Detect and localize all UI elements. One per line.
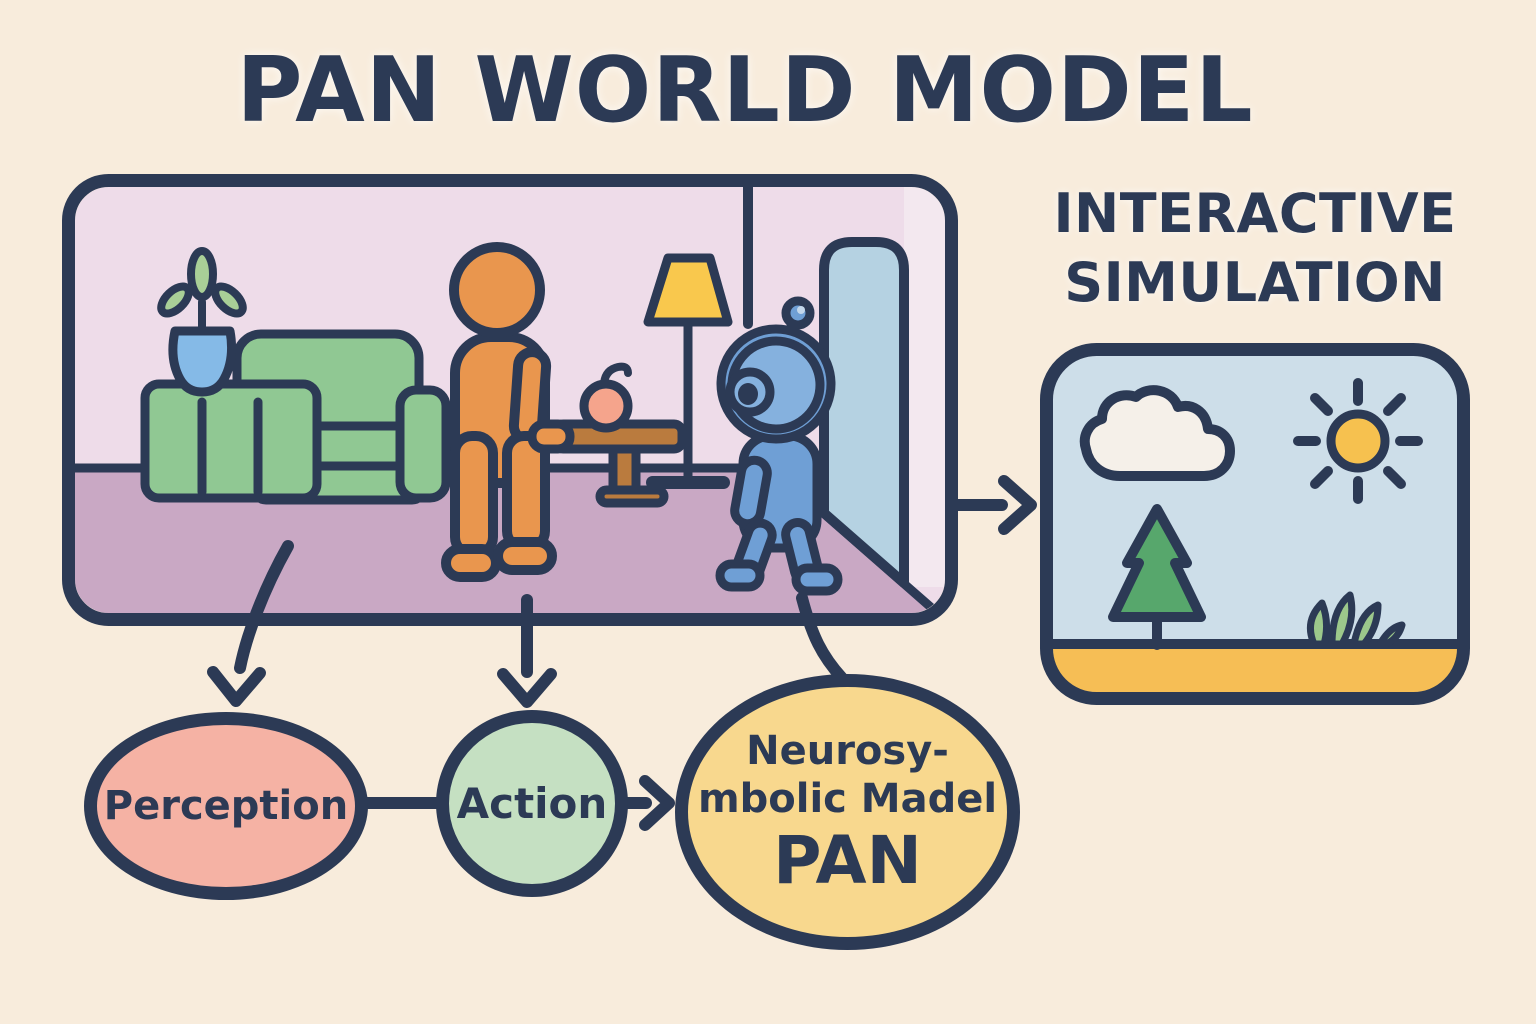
simulation-scene — [1040, 343, 1470, 705]
person-hand — [527, 419, 575, 454]
pine-tree-icon — [1108, 504, 1206, 650]
couch-icon — [140, 329, 451, 505]
sim-ground — [1053, 644, 1457, 692]
perception-label: Perception — [103, 783, 349, 829]
sim-frame — [1040, 343, 1470, 705]
person-icon — [441, 242, 557, 582]
door-icon — [819, 237, 909, 588]
vase-icon — [168, 326, 236, 397]
node-perception: Perception — [84, 712, 368, 900]
simulation-heading: INTERACTIVE SIMULATION — [1035, 180, 1475, 317]
sun-icon — [1293, 378, 1423, 504]
node-pan-model: Neurosy- mbolic Madel PAN — [675, 674, 1020, 950]
floor-lamp-icon — [643, 253, 733, 489]
pan-label-line1: Neurosy- — [746, 727, 949, 774]
arrow-action-to-pan — [620, 775, 675, 831]
cloud-icon — [1079, 385, 1235, 481]
simulation-heading-line2: SIMULATION — [1064, 250, 1446, 314]
plant-icon — [157, 247, 247, 397]
robot-icon — [715, 296, 843, 596]
simulation-heading-line1: INTERACTIVE — [1053, 182, 1457, 245]
grass-icon — [1306, 591, 1406, 648]
pan-label-line2: mbolic Madel — [697, 775, 998, 822]
apple-icon — [579, 362, 633, 433]
living-room-scene — [62, 174, 958, 626]
action-label: Action — [456, 779, 608, 828]
pan-label-line3: PAN — [773, 821, 922, 899]
wall-light-strip — [904, 187, 945, 587]
arrow-scene-to-simulation — [952, 475, 1037, 535]
node-action: Action — [436, 710, 628, 897]
page-title: PAN WORLD MODEL — [236, 38, 1254, 143]
scene-frame — [62, 174, 958, 626]
